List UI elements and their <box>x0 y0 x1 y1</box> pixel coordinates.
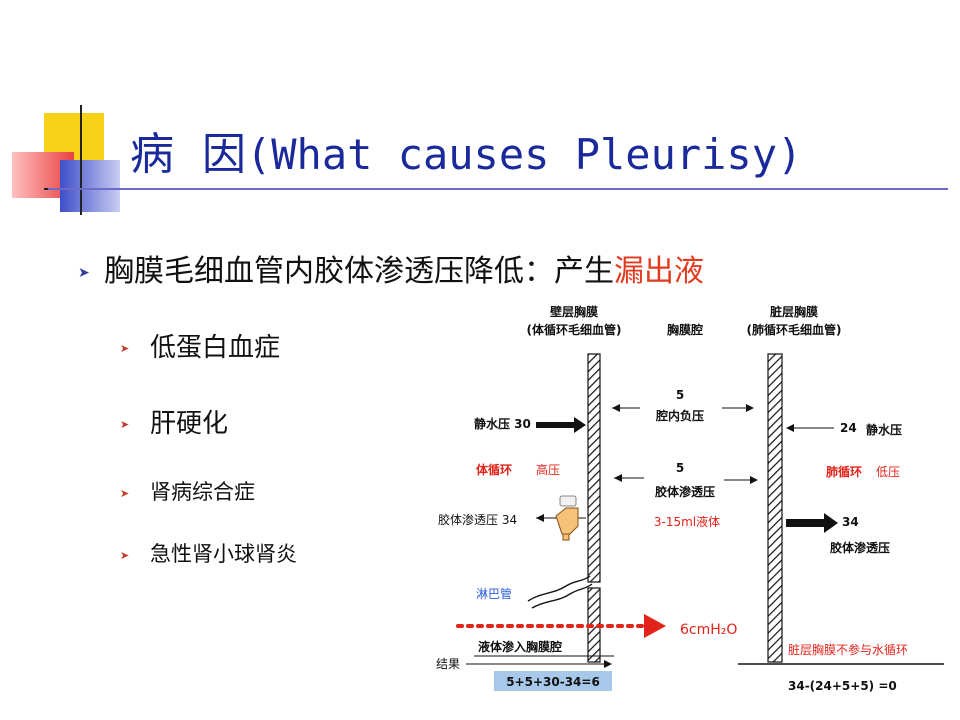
pleural-fluid-diagram: 壁层胸膜 (体循环毛细血管) 胸膜腔 脏层胸膜 (肺循环毛细血管) 淋巴管 静水… <box>436 304 944 693</box>
right-circulation-label: 肺循环 <box>826 464 862 479</box>
left-circulation-note: 高压 <box>536 462 560 477</box>
main-bullet-highlight: 漏出液 <box>614 254 704 289</box>
chevron-right-icon: ➤ <box>120 342 130 355</box>
list-item-label: 肾病综合症 <box>150 480 255 504</box>
result-label: 结果 <box>436 657 460 671</box>
chevron-right-icon: ➤ <box>78 264 90 281</box>
right-hydrostatic-value: 24 <box>840 421 857 435</box>
right-hydrostatic-label: 静水压 <box>866 422 902 437</box>
chevron-right-icon: ➤ <box>120 418 130 431</box>
chevron-right-icon: ➤ <box>120 486 130 500</box>
chevron-right-icon: ➤ <box>120 548 130 562</box>
visceral-note: 脏层胸膜不参与水循环 <box>788 642 908 657</box>
left-hydrostatic-label: 静水压 30 <box>474 416 531 431</box>
mid-label-2: 胶体渗透压 <box>655 484 715 499</box>
right-equation: 34-(24+5+5) =0 <box>788 679 897 693</box>
visceral-title: 脏层胸膜 <box>770 304 818 319</box>
left-colloid-label: 胶体渗透压 34 <box>438 512 517 527</box>
parietal-title: 壁层胸膜 <box>550 304 598 319</box>
main-bullet: ➤ 胸膜毛细血管内胶体渗透压降低：产生漏出液 <box>78 246 704 290</box>
list-item-label: 肝硬化 <box>150 409 229 439</box>
left-circulation-label: 体循环 <box>476 462 512 477</box>
right-colloid-label: 胶体渗透压 <box>830 540 890 555</box>
title-english: (What causes Pleurisy) <box>245 130 803 179</box>
fluid-in-label: 液体渗入胸膜腔 <box>478 639 562 654</box>
mid-value-2: 5 <box>676 461 684 475</box>
title-divider <box>48 188 948 190</box>
list-item: ➤ 肾病综合症 <box>120 476 255 506</box>
pointing-hand-icon <box>555 495 579 541</box>
list-item: ➤ 肝硬化 <box>120 403 228 440</box>
list-item-label: 低蛋白血症 <box>150 333 281 363</box>
mid-label-1: 腔内负压 <box>655 408 704 423</box>
parietal-wall-upper <box>587 353 601 583</box>
result-equation: 5+5+30-34=6 <box>506 675 600 689</box>
main-bullet-text: 胸膜毛细血管内胶体渗透压降低：产生 <box>104 254 614 289</box>
title-chinese: 病 因 <box>130 129 246 180</box>
list-item-label: 急性肾小球肾炎 <box>150 542 297 566</box>
pressure-label: 6cmH₂O <box>680 622 737 638</box>
mid-value-1: 5 <box>676 388 684 402</box>
right-circulation-note: 低压 <box>876 465 900 479</box>
result-box <box>494 671 612 691</box>
cavity-title: 胸膜腔 <box>667 322 703 337</box>
lymph-label: 淋巴管 <box>476 586 512 601</box>
deco-vertical-line <box>80 105 82 215</box>
mid-fluid-label: 3-15ml液体 <box>654 514 720 529</box>
page-title: 病 因(What causes Pleurisy) <box>130 118 802 182</box>
right-colloid-value: 34 <box>842 515 859 529</box>
list-item: ➤ 急性肾小球肾炎 <box>120 538 297 568</box>
visceral-wall <box>767 353 783 663</box>
deco-blue-square <box>60 160 120 212</box>
list-item: ➤ 低蛋白血症 <box>120 327 280 364</box>
visceral-subtitle: (肺循环毛细血管) <box>747 322 842 337</box>
parietal-subtitle: (体循环毛细血管) <box>527 322 622 337</box>
